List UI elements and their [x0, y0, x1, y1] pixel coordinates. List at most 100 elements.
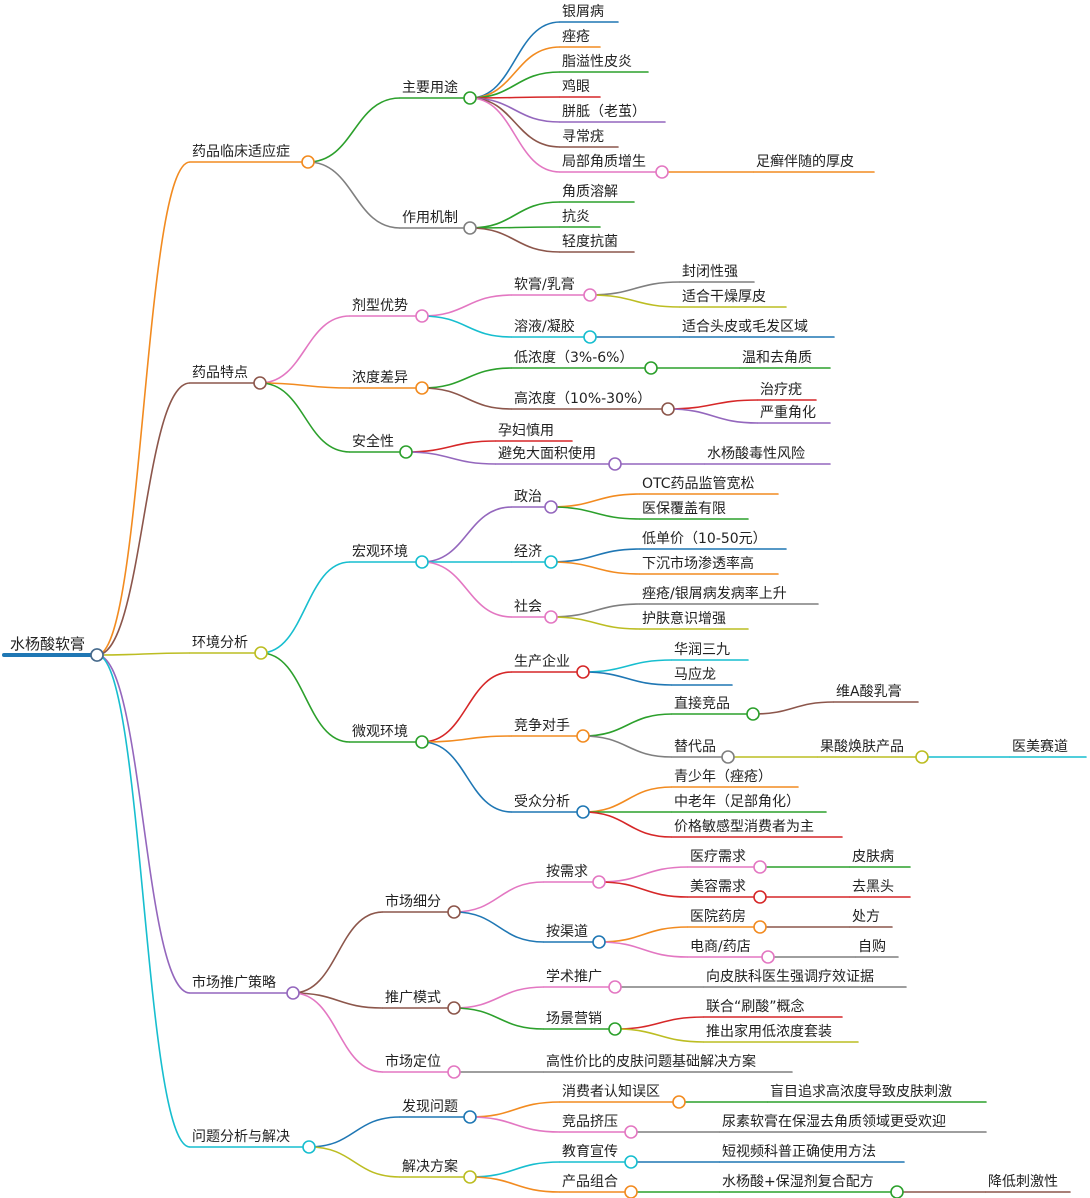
node-label-b5-1-1[interactable]: 消费者认知误区	[562, 1083, 660, 1100]
node-collapse-toggle[interactable]	[753, 920, 767, 934]
node-label-b3-1-2-1[interactable]: 低单价（10-50元）	[642, 531, 767, 547]
node-collapse-toggle[interactable]	[915, 750, 929, 764]
node-label-b4-1-2-2-1[interactable]: 自购	[858, 939, 886, 955]
node-collapse-toggle[interactable]	[399, 445, 413, 459]
node-collapse-toggle[interactable]	[415, 309, 429, 323]
node-collapse-toggle[interactable]	[661, 402, 675, 416]
node-collapse-toggle[interactable]	[753, 860, 767, 874]
node-label-b3-2-3-2[interactable]: 中老年（足部角化）	[674, 794, 800, 810]
node-label-b3-2-1-1[interactable]: 华润三九	[674, 642, 730, 658]
node-collapse-toggle[interactable]	[746, 707, 760, 721]
root-collapse-toggle[interactable]	[90, 648, 104, 662]
node-label-b2-1-2[interactable]: 溶液/凝胶	[514, 318, 575, 335]
node-label-b3-1-3-1[interactable]: 痤疮/银屑病发病率上升	[642, 585, 787, 602]
node-label-b2-1-2-1[interactable]: 适合头皮或毛发区域	[682, 319, 808, 335]
node-collapse-toggle[interactable]	[463, 91, 477, 105]
node-label-b4-3[interactable]: 市场定位	[385, 1053, 441, 1070]
node-collapse-toggle[interactable]	[447, 1065, 461, 1079]
node-label-b2-2[interactable]: 浓度差异	[352, 370, 408, 386]
node-label-b2[interactable]: 药品特点	[192, 365, 248, 381]
node-collapse-toggle[interactable]	[753, 890, 767, 904]
node-collapse-toggle[interactable]	[254, 646, 268, 660]
node-label-b1-1-4[interactable]: 鸡眼	[562, 78, 590, 95]
node-label-b3-2-2-1[interactable]: 直接竞品	[674, 695, 730, 712]
node-label-b4-2-1[interactable]: 学术推广	[546, 969, 602, 985]
node-label-b4-2-2-1[interactable]: 联合“刷酸”概念	[706, 998, 805, 1015]
node-label-b4-1-1-1[interactable]: 医疗需求	[690, 849, 746, 865]
node-collapse-toggle[interactable]	[644, 361, 658, 375]
node-label-b1-1-1[interactable]: 银屑病	[562, 4, 604, 20]
node-label-b3-1-2[interactable]: 经济	[514, 544, 542, 560]
node-label-b4-1-2-1[interactable]: 医院药房	[690, 909, 746, 925]
node-collapse-toggle[interactable]	[576, 729, 590, 743]
node-label-b4-1[interactable]: 市场细分	[385, 893, 441, 910]
node-label-b3-2-2-2-1[interactable]: 果酸焕肤产品	[820, 738, 904, 755]
node-collapse-toggle[interactable]	[544, 555, 558, 569]
node-label-b4-2-1-1[interactable]: 向皮肤科医生强调疗效证据	[706, 969, 874, 985]
node-label-b3-2-2-1-1[interactable]: 维A酸乳膏	[836, 683, 902, 700]
node-collapse-toggle[interactable]	[761, 950, 775, 964]
node-label-b1-2[interactable]: 作用机制	[402, 210, 458, 226]
node-collapse-toggle[interactable]	[576, 805, 590, 819]
node-label-b4-1-1-2[interactable]: 美容需求	[690, 878, 746, 895]
node-label-b2-1-1-2[interactable]: 适合干燥厚皮	[682, 289, 766, 305]
node-label-b3-1-1-1[interactable]: OTC药品监管宽松	[642, 475, 755, 492]
node-collapse-toggle[interactable]	[608, 980, 622, 994]
node-label-b3-2-1-2[interactable]: 马应龙	[674, 666, 716, 683]
node-label-b2-2-2-1[interactable]: 治疗疣	[760, 382, 802, 398]
node-label-b5-2-2[interactable]: 产品组合	[562, 1174, 618, 1190]
node-collapse-toggle[interactable]	[447, 905, 461, 919]
node-label-b4-1-1-1-1[interactable]: 皮肤病	[852, 849, 894, 865]
node-collapse-toggle[interactable]	[415, 555, 429, 569]
node-label-b5-1-2[interactable]: 竞品挤压	[562, 1113, 618, 1130]
node-label-b1[interactable]: 药品临床适应症	[192, 143, 290, 160]
node-collapse-toggle[interactable]	[592, 935, 606, 949]
node-collapse-toggle[interactable]	[302, 1140, 316, 1154]
node-label-b1-2-2[interactable]: 抗炎	[562, 209, 590, 225]
node-collapse-toggle[interactable]	[253, 376, 267, 390]
node-label-b2-3[interactable]: 安全性	[352, 433, 394, 450]
node-label-b5-2[interactable]: 解决方案	[402, 1158, 458, 1175]
node-collapse-toggle[interactable]	[583, 330, 597, 344]
node-label-b2-1-1[interactable]: 软膏/乳膏	[514, 276, 575, 293]
node-label-b1-1-7[interactable]: 局部角质增生	[562, 154, 646, 170]
node-label-b3[interactable]: 环境分析	[192, 635, 248, 651]
node-label-b2-2-2[interactable]: 高浓度（10%-30%）	[514, 390, 651, 407]
node-collapse-toggle[interactable]	[608, 1022, 622, 1036]
node-label-b5-2-1-1[interactable]: 短视频科普正确使用方法	[722, 1143, 876, 1160]
node-collapse-toggle[interactable]	[890, 1185, 904, 1198]
node-label-b4-1-2-1-1[interactable]: 处方	[852, 909, 880, 925]
node-label-b5-1[interactable]: 发现问题	[402, 1099, 458, 1115]
node-label-b3-1-3[interactable]: 社会	[514, 599, 542, 615]
node-collapse-toggle[interactable]	[301, 155, 315, 169]
node-collapse-toggle[interactable]	[672, 1095, 686, 1109]
node-label-b5-2-2-1-1[interactable]: 降低刺激性	[988, 1173, 1058, 1190]
node-collapse-toggle[interactable]	[624, 1125, 638, 1139]
node-label-b3-1-2-2[interactable]: 下沉市场渗透率高	[642, 555, 754, 572]
node-label-b5-2-1[interactable]: 教育宣传	[562, 1144, 618, 1160]
node-collapse-toggle[interactable]	[286, 986, 300, 1000]
node-collapse-toggle[interactable]	[415, 735, 429, 749]
node-label-b2-1[interactable]: 剂型优势	[352, 298, 408, 314]
node-label-b2-1-1-1[interactable]: 封闭性强	[682, 264, 738, 280]
node-label-b5-2-2-1[interactable]: 水杨酸+保湿剂复合配方	[722, 1173, 874, 1190]
node-collapse-toggle[interactable]	[544, 500, 558, 514]
node-label-b2-2-1-1[interactable]: 温和去角质	[742, 350, 812, 366]
node-label-b1-2-1[interactable]: 角质溶解	[562, 184, 618, 200]
node-label-b5-1-2-1[interactable]: 尿素软膏在保湿去角质领域更受欢迎	[722, 1113, 946, 1130]
node-label-b1-1-3[interactable]: 脂溢性皮炎	[562, 54, 632, 70]
node-label-b1-1-6[interactable]: 寻常疣	[562, 129, 604, 145]
node-label-b1-1[interactable]: 主要用途	[402, 79, 458, 96]
node-label-b3-2-3[interactable]: 受众分析	[514, 794, 570, 810]
node-label-b4-2-2-2[interactable]: 推出家用低浓度套装	[706, 1023, 832, 1040]
node-collapse-toggle[interactable]	[721, 750, 735, 764]
node-label-b2-3-2-1[interactable]: 水杨酸毒性风险	[707, 446, 805, 462]
node-label-b3-2-1[interactable]: 生产企业	[514, 653, 570, 670]
node-label-b1-1-5[interactable]: 胼胝（老茧）	[562, 104, 646, 120]
node-collapse-toggle[interactable]	[576, 665, 590, 679]
node-label-b3-2-3-1[interactable]: 青少年（痤疮）	[674, 769, 772, 785]
node-collapse-toggle[interactable]	[655, 165, 669, 179]
node-collapse-toggle[interactable]	[447, 1001, 461, 1015]
node-collapse-toggle[interactable]	[583, 288, 597, 302]
node-label-b3-2-2[interactable]: 竞争对手	[514, 717, 570, 734]
